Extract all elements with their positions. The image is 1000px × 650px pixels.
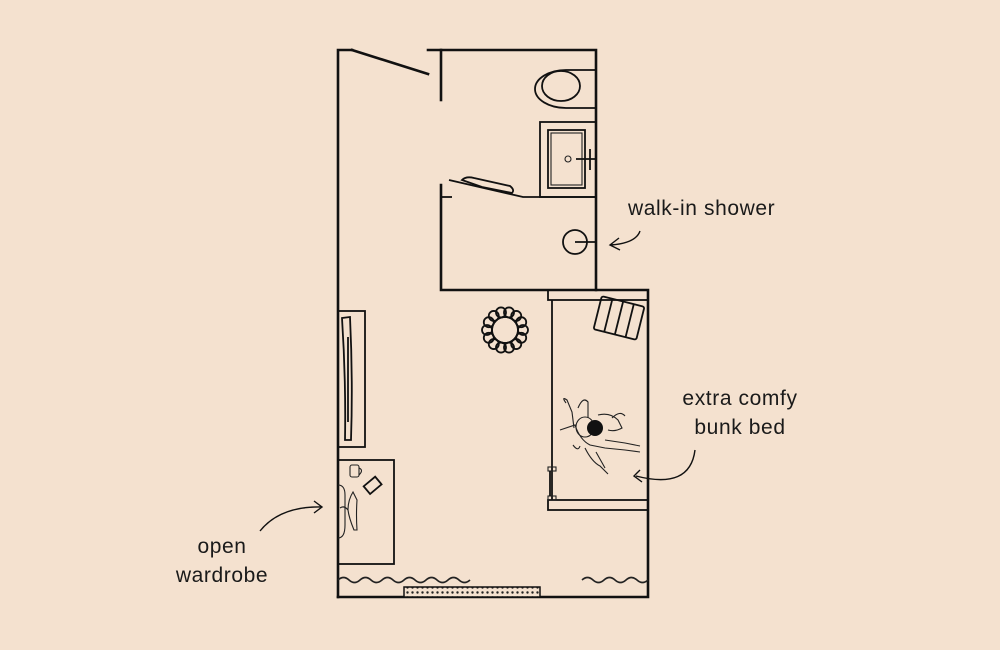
mug-icon [349, 464, 363, 478]
arrow-icon [632, 449, 696, 483]
label-wardrobe: wardrobe [175, 564, 268, 587]
sleeping-person-icon [559, 397, 641, 475]
arrow-icon [259, 500, 324, 532]
entrance-door[interactable] [350, 48, 430, 76]
shower-annotation: walk-in shower [608, 197, 775, 251]
bed-annotation: extra comfy bunk bed [632, 387, 797, 483]
tv-unit [337, 310, 366, 448]
label-walk-in-shower: walk-in shower [627, 197, 775, 220]
doormat [403, 586, 541, 598]
label-open: open [197, 535, 246, 558]
rug-scallop [510, 338, 523, 350]
wardrobe-annotation: open wardrobe [175, 500, 324, 587]
curtains [337, 576, 649, 584]
shower-glass [448, 176, 596, 198]
arrow-icon [608, 230, 641, 251]
pillow-icon [593, 295, 645, 341]
bunk-bed[interactable] [547, 289, 649, 511]
phone-icon [362, 475, 383, 496]
label-bunk-bed: bunk bed [694, 416, 785, 439]
desk [337, 459, 395, 565]
toilet [534, 69, 596, 109]
round-rug [481, 306, 529, 354]
chair-icon [337, 484, 358, 539]
rug-scallop [487, 310, 500, 322]
sink [539, 121, 597, 198]
label-extra-comfy: extra comfy [682, 387, 797, 410]
shower-drain-icon [562, 229, 596, 255]
